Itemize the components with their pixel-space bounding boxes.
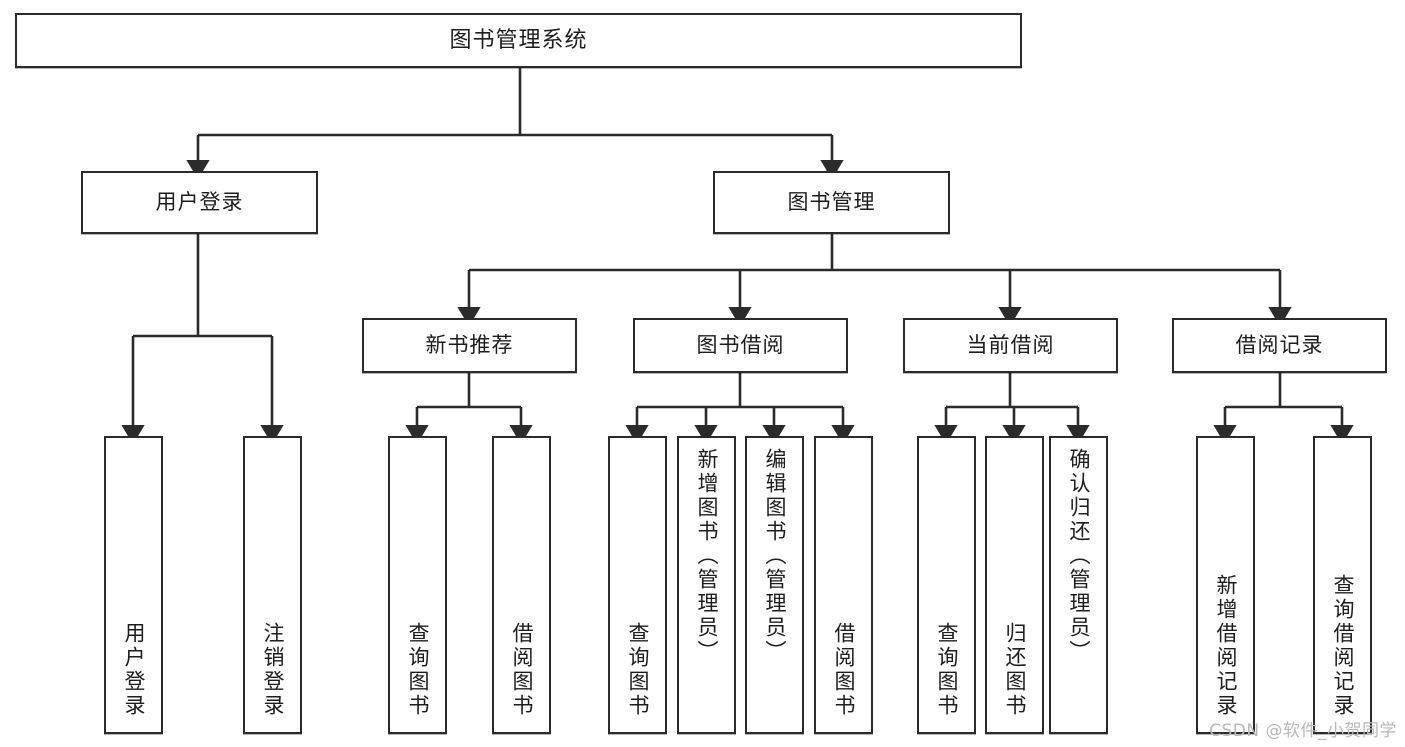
node-label: 归还图书 [1003, 622, 1027, 718]
node-book-management[interactable]: 图书管理 [713, 171, 950, 234]
node-label: 确认归还（管理员） [1067, 448, 1091, 664]
node-label: 新增借阅记录 [1214, 574, 1238, 718]
node-borrowing-record[interactable]: 借阅记录 [1172, 318, 1387, 373]
node-label: 查询图书 [406, 622, 430, 718]
node-label: 查询图书 [626, 622, 650, 718]
leaf-book-borrow-query-book[interactable]: 查询图书 [608, 436, 667, 734]
node-label: 图书借阅 [696, 333, 785, 358]
node-label: 图书管理系统 [449, 27, 588, 53]
leaf-book-borrow-edit-book-admin[interactable]: 编辑图书（管理员） [745, 436, 804, 734]
node-label: 图书管理 [787, 190, 876, 215]
node-label: 当前借阅 [966, 333, 1055, 358]
leaf-borrow-record-query-record[interactable]: 查询借阅记录 [1313, 436, 1372, 734]
leaf-current-borrow-query-book[interactable]: 查询图书 [917, 436, 976, 734]
leaf-book-borrow-add-book-admin[interactable]: 新增图书（管理员） [677, 436, 736, 734]
node-label: 借阅图书 [832, 622, 856, 718]
node-label: 注销登录 [261, 622, 285, 718]
node-label: 新书推荐 [425, 333, 514, 358]
node-label: 查询图书 [935, 622, 959, 718]
leaf-user-login-logout[interactable]: 注销登录 [243, 436, 302, 734]
node-new-book-recommendation[interactable]: 新书推荐 [362, 318, 577, 373]
leaf-current-borrow-confirm-return-admin[interactable]: 确认归还（管理员） [1049, 436, 1108, 734]
leaf-new-book-rec-borrow-book[interactable]: 借阅图书 [492, 436, 551, 734]
csdn-watermark: CSDN @软件_小贺同学 [1209, 721, 1397, 741]
node-label: 查询借阅记录 [1331, 574, 1355, 718]
node-user-login[interactable]: 用户登录 [81, 171, 318, 234]
node-label: 用户登录 [122, 622, 146, 718]
node-current-borrowing[interactable]: 当前借阅 [903, 318, 1118, 373]
node-label: 借阅图书 [510, 622, 534, 718]
leaf-current-borrow-return-book[interactable]: 归还图书 [985, 436, 1044, 734]
leaf-book-borrow-borrow-book[interactable]: 借阅图书 [814, 436, 873, 734]
node-root-book-management-system[interactable]: 图书管理系统 [15, 13, 1022, 68]
leaf-borrow-record-add-record[interactable]: 新增借阅记录 [1196, 436, 1255, 734]
node-label: 编辑图书（管理员） [763, 448, 787, 664]
leaf-new-book-rec-query-book[interactable]: 查询图书 [388, 436, 447, 734]
node-label: 借阅记录 [1235, 333, 1324, 358]
leaf-user-login-login[interactable]: 用户登录 [104, 436, 163, 734]
node-label: 用户登录 [155, 190, 244, 215]
node-book-borrowing[interactable]: 图书借阅 [633, 318, 848, 373]
node-label: 新增图书（管理员） [695, 448, 719, 664]
